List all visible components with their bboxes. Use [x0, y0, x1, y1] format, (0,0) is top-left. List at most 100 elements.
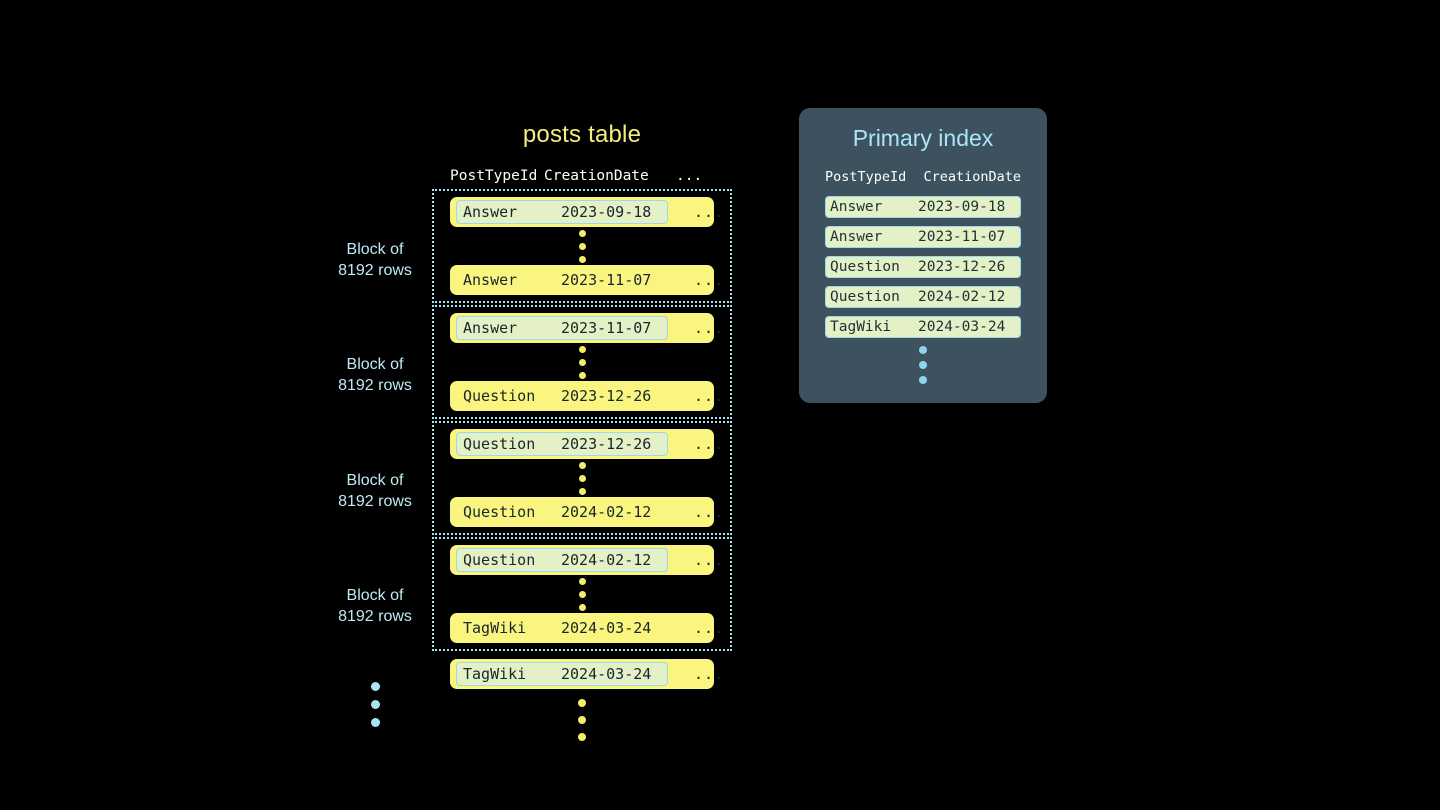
dot — [578, 603, 586, 611]
block-label-3-line2: 8192 rows — [338, 493, 412, 510]
dot — [578, 590, 586, 598]
dot — [370, 682, 380, 691]
dot — [578, 229, 586, 237]
row-ellipsis-dots — [434, 575, 730, 613]
dot — [578, 358, 586, 366]
block-label-1: Block of 8192 rows — [305, 239, 445, 281]
cell-creationdate: 2024-02-12 — [561, 551, 652, 569]
dot — [919, 346, 927, 354]
dot — [370, 718, 380, 727]
row-key-cells: Question 2024-02-12 — [456, 548, 668, 572]
block-label-1-line2: 8192 rows — [338, 262, 412, 279]
cell-ellipsis: ... — [694, 551, 725, 569]
cell-ellipsis: ... — [694, 387, 725, 405]
cell-ellipsis: ... — [694, 435, 725, 453]
cell-creationdate: 2023-09-18 — [561, 203, 652, 221]
index-column-header-posttypeid: PostTypeId — [825, 169, 907, 185]
block-label-2-line1: Block of — [346, 356, 404, 373]
index-cell-posttypeid: TagWiki — [830, 319, 892, 335]
cell-ellipsis: ... — [694, 271, 725, 289]
primary-index-ellipsis-dots — [799, 346, 1047, 384]
cell-creationdate: 2023-11-07 — [561, 271, 652, 289]
index-cell-posttypeid: Answer — [830, 229, 883, 245]
block-label-4-line2: 8192 rows — [338, 608, 412, 625]
dot — [578, 242, 586, 250]
table-row: Question 2024-02-12... — [450, 545, 723, 575]
cell-posttypeid: Question — [463, 435, 536, 453]
dot — [919, 361, 927, 369]
cell-ellipsis: ... — [694, 619, 725, 637]
index-column-header-creationdate: CreationDate — [923, 169, 1021, 185]
column-header-creationdate: CreationDate — [544, 168, 649, 184]
index-row: Answer 2023-11-07 — [825, 226, 1021, 248]
cell-ellipsis: ... — [694, 665, 725, 683]
dot — [578, 733, 586, 741]
dot — [578, 371, 586, 379]
cell-posttypeid: TagWiki — [463, 665, 527, 683]
primary-index-panel: Primary index PostTypeId CreationDate An… — [799, 108, 1047, 403]
more-blocks-ellipsis-dots — [305, 682, 445, 727]
dot — [578, 345, 586, 353]
cell-creationdate: 2023-12-26 — [561, 435, 652, 453]
primary-index-title: Primary index — [852, 125, 994, 151]
cell-posttypeid: Question — [463, 503, 536, 521]
cell-creationdate: 2023-12-26 — [561, 387, 652, 405]
dot — [919, 376, 927, 384]
block-label-3: Block of 8192 rows — [305, 470, 445, 512]
table-row: Question 2023-12-26... — [450, 381, 723, 411]
primary-index-column-headers: PostTypeId CreationDate — [799, 169, 1047, 185]
dot — [370, 700, 380, 709]
index-cell-posttypeid: Question — [830, 289, 900, 305]
index-cell-posttypeid: Question — [830, 259, 900, 275]
table-row: Answer 2023-09-18... — [450, 197, 723, 227]
posts-table-column-headers: PostTypeId CreationDate ... — [432, 165, 732, 187]
block-label-4: Block of 8192 rows — [305, 585, 445, 627]
cell-posttypeid: Answer — [463, 319, 518, 337]
dot — [578, 699, 586, 707]
block-label-4-line1: Block of — [346, 587, 404, 604]
row-key-cells: Answer 2023-09-18 — [456, 200, 668, 224]
dot — [578, 461, 586, 469]
posts-table-title: posts table — [522, 121, 642, 148]
cell-posttypeid: Question — [463, 387, 536, 405]
index-row: Question 2024-02-12 — [825, 286, 1021, 308]
block-label-3-line1: Block of — [346, 472, 404, 489]
index-cell-creationdate: 2024-02-12 — [918, 289, 1006, 305]
index-row: Answer 2023-09-18 — [825, 196, 1021, 218]
row-key-cells: Question 2024-02-12 — [456, 500, 668, 524]
posts-table-block-1: Answer 2023-09-18... Answer 2023-11-07... — [432, 189, 732, 303]
column-header-ellipsis: ... — [676, 168, 703, 184]
index-cell-posttypeid: Answer — [830, 199, 883, 215]
column-header-posttypeid: PostTypeId — [450, 168, 538, 184]
row-ellipsis-dots — [434, 459, 730, 497]
block-label-2: Block of 8192 rows — [305, 354, 445, 396]
cell-posttypeid: Question — [463, 551, 536, 569]
index-cell-creationdate: 2023-09-18 — [918, 199, 1006, 215]
cell-ellipsis: ... — [694, 203, 725, 221]
cell-creationdate: 2024-02-12 — [561, 503, 652, 521]
row-ellipsis-dots — [434, 343, 730, 381]
row-key-cells: Answer 2023-11-07 — [456, 268, 668, 292]
table-row: Question 2023-12-26... — [450, 429, 723, 459]
row-key-cells: Question 2023-12-26 — [456, 432, 668, 456]
index-cell-creationdate: 2023-11-07 — [918, 229, 1006, 245]
table-tail-ellipsis-dots — [432, 695, 732, 745]
cell-posttypeid: TagWiki — [463, 619, 527, 637]
cell-posttypeid: Answer — [463, 203, 518, 221]
cell-posttypeid: Answer — [463, 271, 518, 289]
dot — [578, 255, 586, 263]
